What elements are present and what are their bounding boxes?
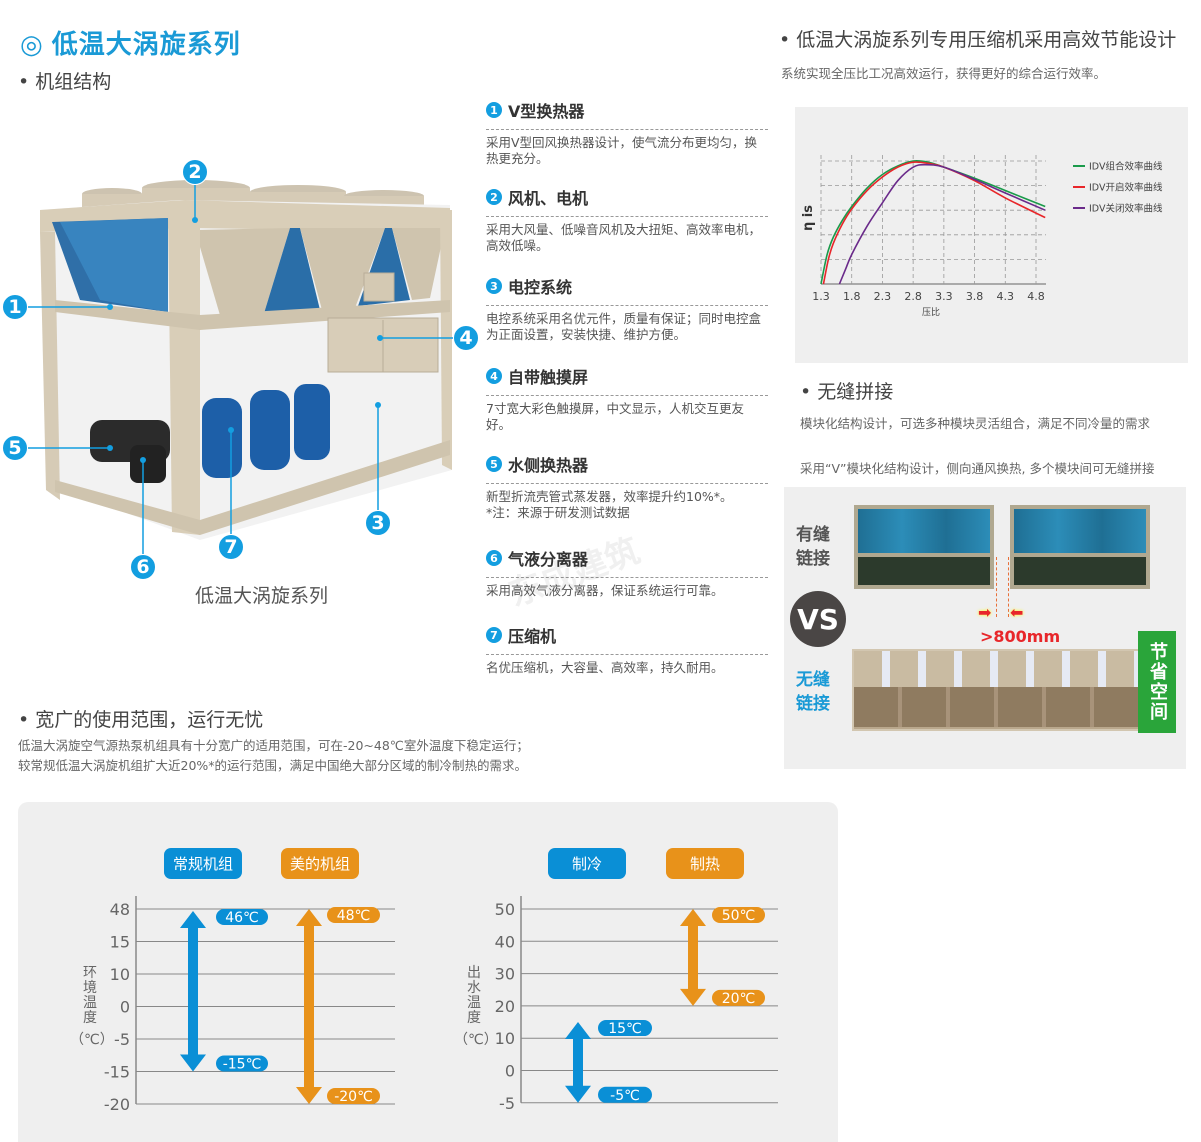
vs-badge: VS bbox=[790, 591, 846, 647]
legend-regular-unit: 常规机组 bbox=[164, 848, 242, 879]
callout-4: 4 bbox=[453, 325, 479, 351]
y-tick-label: -5 bbox=[114, 1030, 130, 1049]
x-tick-label: 3.8 bbox=[966, 290, 984, 303]
callout-3: 3 bbox=[365, 510, 391, 536]
series-line-3 bbox=[838, 163, 1046, 285]
pill-label-min-2: -20℃ bbox=[334, 1089, 373, 1105]
y-tick-label: 20 bbox=[495, 997, 515, 1016]
x-tick-label: 2.8 bbox=[904, 290, 922, 303]
range-arrow-2 bbox=[680, 909, 706, 1006]
y-tick-label: -15 bbox=[104, 1063, 130, 1082]
pill-min-1 bbox=[598, 1086, 652, 1103]
arrow-left-icon: ⬅ bbox=[1010, 603, 1024, 622]
callout-6: 6 bbox=[130, 554, 156, 580]
pill-max-2 bbox=[712, 907, 765, 923]
y-tick-label: 40 bbox=[495, 932, 515, 951]
x-tick-label: 2.3 bbox=[874, 290, 892, 303]
y-tick-label: 0 bbox=[120, 998, 130, 1017]
section-structure-title: • 机组结构 bbox=[18, 71, 112, 93]
pill-min-2 bbox=[712, 989, 765, 1006]
callout-lines bbox=[28, 185, 453, 554]
pill-max-1 bbox=[216, 908, 268, 925]
y-tick-label: 30 bbox=[495, 965, 515, 984]
seamless-connect-label: 无缝 链接 bbox=[796, 670, 830, 714]
compressor-desc: 系统实现全压比工况高效运行，获得更好的综合运行效率。 bbox=[781, 66, 1107, 81]
seamless-title: • 无缝拼接 bbox=[800, 381, 894, 403]
callout-5: 5 bbox=[2, 435, 28, 461]
y-tick-label: -5 bbox=[499, 1094, 515, 1113]
y-tick-label: 10 bbox=[495, 1029, 515, 1048]
callout-2: 2 bbox=[182, 159, 208, 185]
pill-label-max-2: 48℃ bbox=[337, 908, 371, 924]
compressor-title: • 低温大涡旋系列专用压缩机采用高效节能设计 bbox=[779, 29, 1177, 51]
page-title: ◎低温大涡旋系列 bbox=[20, 30, 241, 60]
arrow-right-icon: ➡ bbox=[978, 603, 992, 622]
ambient-temp-axis-label: 环境温度 bbox=[83, 965, 97, 1026]
save-space-badge: 节省空间 bbox=[1138, 631, 1176, 733]
pill-min-2 bbox=[327, 1088, 380, 1104]
range-arrow-1 bbox=[180, 910, 206, 1072]
pill-label-max-1: 15℃ bbox=[608, 1021, 642, 1037]
x-tick-label: 4.3 bbox=[997, 290, 1015, 303]
legend-cooling: 制冷 bbox=[548, 848, 626, 879]
seamless-compare-panel: 有缝 链接 无缝 链接 VS ➡ ⬅ >800mm 节省空间 bbox=[784, 487, 1186, 769]
y-tick-label: -20 bbox=[104, 1095, 130, 1114]
pill-max-1 bbox=[598, 1020, 652, 1037]
x-tick-label: 1.3 bbox=[812, 290, 830, 303]
gapped-unit-right bbox=[1010, 505, 1150, 589]
seamless-units bbox=[852, 649, 1142, 731]
legend-label-2: IDV开启效率曲线 bbox=[1089, 182, 1163, 194]
series-line-2 bbox=[822, 161, 1046, 285]
legend-heating: 制热 bbox=[666, 848, 744, 879]
series-line-1 bbox=[820, 159, 1046, 285]
unit-illustration bbox=[28, 180, 453, 554]
y-tick-label: 15 bbox=[110, 933, 130, 952]
y-tick-label: 50 bbox=[495, 900, 515, 919]
pill-label-min-1: -5℃ bbox=[610, 1088, 640, 1104]
pill-max-2 bbox=[327, 907, 380, 923]
gapped-unit-left bbox=[854, 505, 994, 589]
y-tick-label: 10 bbox=[110, 965, 130, 984]
pill-min-1 bbox=[216, 1055, 268, 1072]
legend-label-1: IDV组合效率曲线 bbox=[1089, 161, 1163, 173]
legend-label-3: IDV关闭效率曲线 bbox=[1089, 203, 1163, 215]
pill-label-max-1: 46℃ bbox=[225, 910, 259, 926]
range-desc-1: 低温大涡旋空气源热泵机组具有十分宽广的适用范围，可在-20~48℃室外温度下稳定… bbox=[18, 738, 529, 753]
water-temp-unit: （℃） bbox=[454, 1032, 498, 1048]
x-axis-label: 压比 bbox=[922, 306, 940, 318]
x-tick-label: 1.8 bbox=[843, 290, 861, 303]
ring-icon: ◎ bbox=[20, 30, 44, 60]
pill-label-min-1: -15℃ bbox=[223, 1057, 262, 1073]
gap-distance: >800mm bbox=[980, 627, 1061, 646]
compressors bbox=[202, 384, 330, 478]
legend-midea-unit: 美的机组 bbox=[281, 848, 359, 879]
range-arrow-2 bbox=[296, 909, 322, 1104]
pill-label-min-2: 20℃ bbox=[722, 991, 756, 1007]
unit-caption: 低温大涡旋系列 bbox=[195, 585, 329, 607]
x-tick-label: 3.3 bbox=[935, 290, 953, 303]
callout-7: 7 bbox=[218, 534, 244, 560]
y-tick-label: 0 bbox=[505, 1062, 515, 1081]
pill-label-max-2: 50℃ bbox=[722, 908, 756, 924]
gap-connect-label: 有缝 链接 bbox=[796, 525, 830, 569]
range-arrow-1 bbox=[565, 1022, 591, 1103]
seamless-desc-1: 模块化结构设计，可选多种模块灵活组合，满足不同冷量的需求 bbox=[800, 416, 1151, 431]
callout-1: 1 bbox=[2, 294, 28, 320]
y-tick-label: 48 bbox=[110, 900, 130, 919]
range-title: • 宽广的使用范围，运行无忧 bbox=[18, 709, 264, 731]
x-tick-label: 4.8 bbox=[1027, 290, 1045, 303]
seamless-desc-2: 采用“V”模块化结构设计，侧向通风换热, 多个模块间可无缝拼接 bbox=[800, 461, 1155, 476]
y-axis-label: η is bbox=[801, 205, 816, 231]
ambient-temp-unit: （℃） bbox=[70, 1032, 114, 1048]
water-temp-axis-label: 出水温度 bbox=[467, 965, 481, 1026]
range-desc-2: 较常规低温大涡旋机组扩大近20%*的运行范围，满足中国绝大部分区域的制冷制热的需… bbox=[18, 758, 528, 773]
